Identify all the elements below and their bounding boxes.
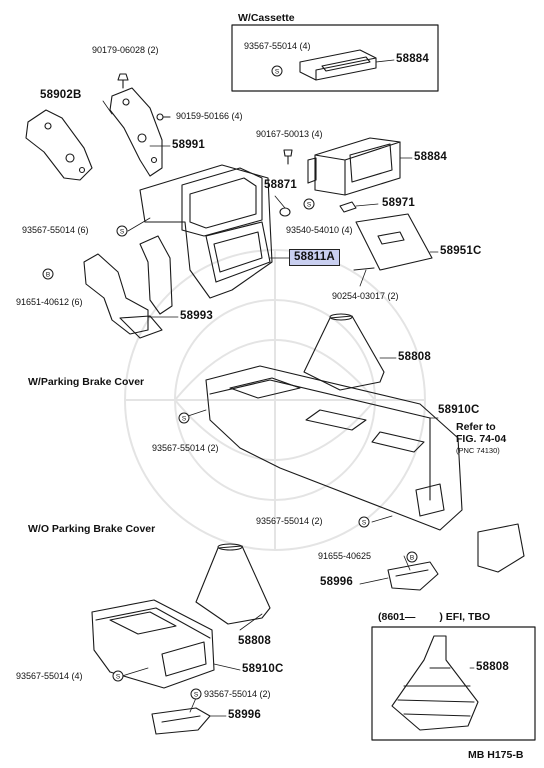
callout-58996-mid[interactable]: 58996 xyxy=(320,576,353,588)
clip-58971-shape xyxy=(339,201,357,213)
ref-part-74130-shape xyxy=(477,523,525,573)
console-58910c-low-shape xyxy=(91,599,215,689)
svg-text:S: S xyxy=(307,202,312,209)
figure-code: MB H175-B xyxy=(468,749,524,761)
clip-symbol-93567-2-mid: S xyxy=(178,412,190,424)
callout-90254-03017-2[interactable]: 90254-03017 (2) xyxy=(332,291,399,301)
section-title-wo-parking-brake-cover: W/O Parking Brake Cover xyxy=(28,523,156,535)
callout-58811a[interactable]: 58811A xyxy=(289,249,340,266)
callout-93567-55014-4-top[interactable]: 93567-55014 (4) xyxy=(244,41,311,51)
callout-91655-40625[interactable]: 91655-40625 xyxy=(318,551,372,561)
callout-58808-box[interactable]: 58808 xyxy=(476,661,509,673)
cassette-holder-top-shape xyxy=(299,49,377,81)
callout-90179-06028-2[interactable]: 90179-06028 (2) xyxy=(92,45,159,55)
svg-text:S: S xyxy=(275,69,280,76)
console-58910c-mid-shape xyxy=(205,365,463,531)
callout-93567-55014-2-low[interactable]: 93567-55014 (2) xyxy=(256,516,323,526)
leader-lines xyxy=(102,59,475,717)
clip-symbol-91655: B xyxy=(406,551,418,563)
efi-tbo-prefix: (8601— xyxy=(378,611,416,623)
watermark-emblem xyxy=(124,249,426,551)
efi-tbo-suffix: ) EFI, TBO xyxy=(439,611,491,623)
callout-90167-50013-4[interactable]: 90167-50013 (4) xyxy=(256,129,323,139)
clip-symbol-91651: B xyxy=(42,268,54,280)
svg-text:S: S xyxy=(182,416,187,423)
callout-90159-50166-4[interactable]: 90159-50166 (4) xyxy=(176,111,243,121)
screw-90167 xyxy=(283,149,293,165)
clip-symbol-93567-6: S xyxy=(116,225,128,237)
efi-tbo-title: (8601— ) EFI, TBO xyxy=(378,612,490,623)
refer-line-1: Refer to xyxy=(456,421,496,433)
pin-90254-shape xyxy=(353,267,375,271)
efi-tbo-box xyxy=(371,626,536,741)
screw-90179 xyxy=(117,73,129,89)
callout-93567-55014-2-mid[interactable]: 93567-55014 (2) xyxy=(152,443,219,453)
callout-58884-mid[interactable]: 58884 xyxy=(414,151,447,163)
callout-58902b[interactable]: 58902B xyxy=(40,89,82,101)
shift-boot-mid-shape xyxy=(303,313,385,391)
clip-symbol-93567-2-low: S xyxy=(358,516,370,528)
callout-93540-54010-4[interactable]: 93540-54010 (4) xyxy=(286,225,353,235)
svg-text:S: S xyxy=(362,520,367,527)
callout-93567-55014-2-bot[interactable]: 93567-55014 (2) xyxy=(204,689,271,699)
svg-text:B: B xyxy=(46,272,50,279)
callout-91651-40612-6[interactable]: 91651-40612 (6) xyxy=(16,297,83,307)
callout-93567-55014-4-low[interactable]: 93567-55014 (4) xyxy=(16,671,83,681)
w-cassette-box xyxy=(231,24,439,92)
bracket-58993-shape xyxy=(83,235,173,339)
svg-text:S: S xyxy=(120,229,125,236)
callout-58971[interactable]: 58971 xyxy=(382,197,415,209)
callout-58808-mid[interactable]: 58808 xyxy=(398,351,431,363)
section-title-w-parking-brake-cover: W/Parking Brake Cover xyxy=(28,376,145,388)
shift-boot-low-shape xyxy=(195,543,271,625)
svg-text:S: S xyxy=(194,692,199,699)
bracket-58996-bot-shape xyxy=(151,707,211,735)
section-title-w-cassette: W/Cassette xyxy=(238,12,295,24)
svg-text:B: B xyxy=(410,555,414,562)
clip-symbol-93567-top: S xyxy=(271,65,283,77)
shift-boot-efi-shape xyxy=(391,635,479,731)
clip-symbol-93567-2-bot: S xyxy=(190,688,202,700)
callout-58996-bot[interactable]: 58996 xyxy=(228,709,261,721)
lid-58951c-shape xyxy=(355,213,433,271)
callout-58910c-mid[interactable]: 58910C xyxy=(438,404,480,416)
callout-58951c[interactable]: 58951C xyxy=(440,245,482,257)
clip-symbol-93540: S xyxy=(303,198,315,210)
cassette-holder-mid-shape xyxy=(307,137,401,196)
console-front-58811a-shape xyxy=(139,164,273,299)
callout-58993[interactable]: 58993 xyxy=(180,310,213,322)
screw-90159 xyxy=(156,113,171,121)
bracket-58902b-shape xyxy=(25,109,93,181)
svg-text:S: S xyxy=(116,674,121,681)
callout-58991[interactable]: 58991 xyxy=(172,139,205,151)
callout-58808-low[interactable]: 58808 xyxy=(238,635,271,647)
refer-line-2: FIG. 74-04 xyxy=(456,433,507,445)
part-58871-shape xyxy=(279,207,291,217)
refer-line-3: (PNC 74130) xyxy=(456,446,500,455)
callout-58871[interactable]: 58871 xyxy=(264,179,297,191)
clip-symbol-93567-4-low: S xyxy=(112,670,124,682)
bracket-58996-mid-shape xyxy=(387,561,439,591)
bracket-58991-shape xyxy=(109,87,163,177)
callout-93567-55014-6[interactable]: 93567-55014 (6) xyxy=(22,225,89,235)
callout-58884-top[interactable]: 58884 xyxy=(396,53,429,65)
callout-58910c-low[interactable]: 58910C xyxy=(242,663,284,675)
